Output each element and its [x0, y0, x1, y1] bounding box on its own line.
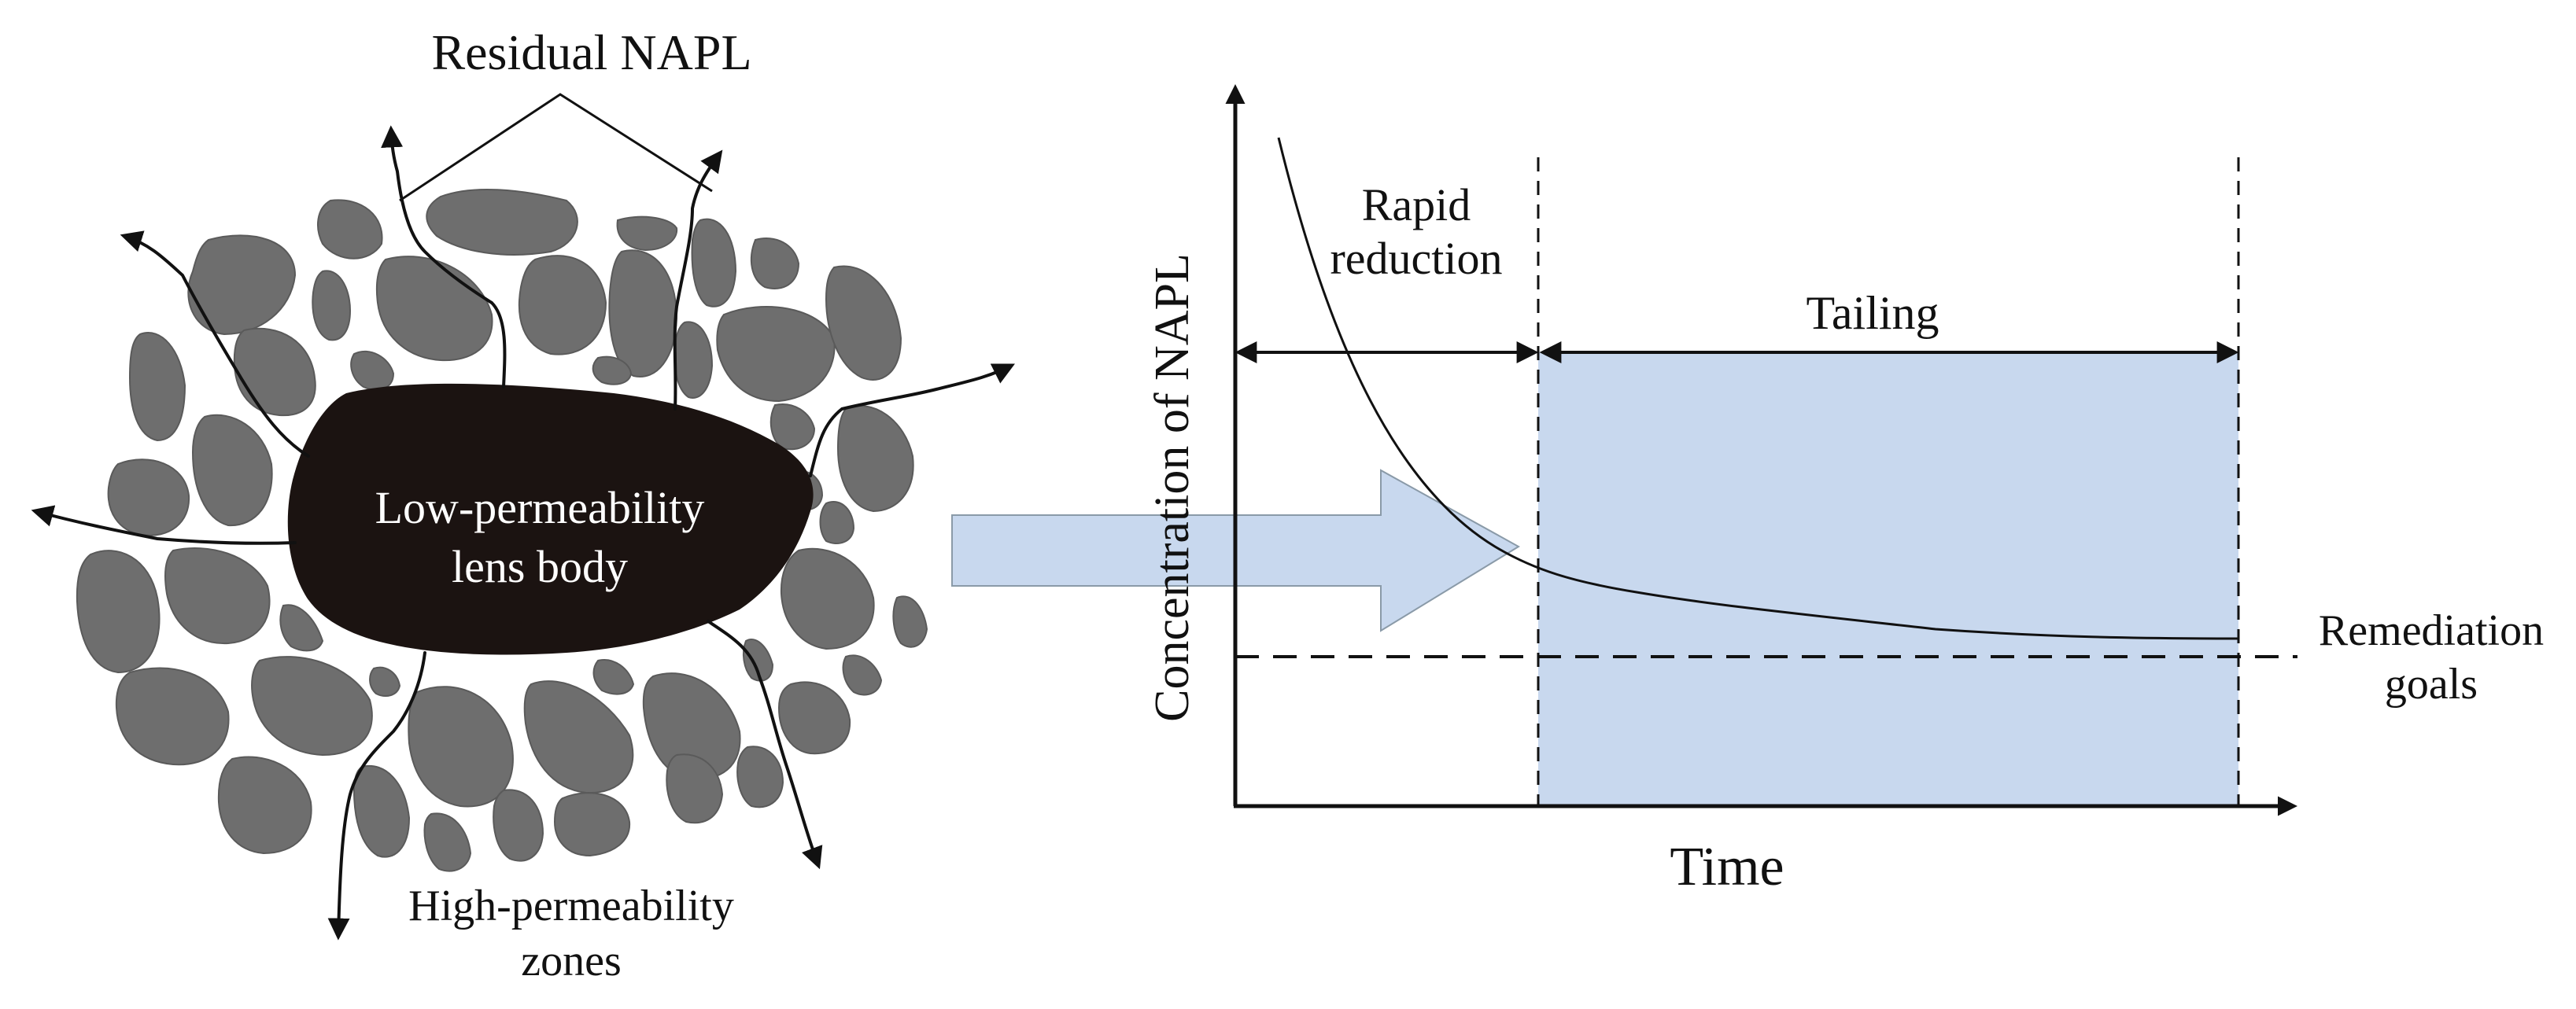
flow-path-arrow	[381, 125, 507, 389]
remediation-goal-label-line1: Remediation	[2319, 606, 2544, 655]
residual-napl-leader	[399, 93, 713, 202]
pebble	[691, 218, 737, 307]
pebble	[592, 355, 633, 385]
pebble	[187, 234, 297, 336]
rapid-reduction-label-line2: reduction	[1330, 233, 1502, 284]
pebble	[736, 746, 784, 808]
flow-path-arrow	[707, 620, 823, 870]
pebble	[217, 756, 312, 855]
pebble	[312, 270, 352, 341]
pebble	[608, 249, 678, 377]
pebble	[892, 595, 928, 648]
pebble	[716, 306, 836, 403]
pebble	[164, 547, 271, 645]
lens-label-line2: lens body	[452, 541, 628, 592]
flow-path-arrow	[120, 230, 310, 458]
residual-napl-label: Residual NAPL	[431, 24, 751, 80]
pebble	[592, 659, 635, 695]
lens-label-line1: Low-permeability	[375, 482, 705, 533]
pebble	[769, 403, 816, 451]
pebble	[674, 321, 714, 399]
high-perm-label-line1: High-permeability	[408, 882, 734, 930]
pebble	[233, 327, 316, 417]
pebble	[616, 215, 678, 252]
high-perm-label-line2: zones	[521, 937, 622, 985]
pebble	[369, 666, 401, 697]
pebble	[493, 789, 544, 862]
pebble	[107, 458, 190, 536]
pebble	[279, 604, 324, 652]
flow-path-arrow	[809, 363, 1016, 477]
pebble	[842, 654, 883, 696]
pebble	[518, 255, 607, 355]
pebble	[742, 639, 774, 682]
pebble	[825, 265, 902, 381]
pebble	[128, 332, 186, 442]
pebble	[666, 753, 724, 824]
pebble	[317, 199, 383, 260]
pebble	[191, 414, 273, 527]
pebble	[750, 238, 800, 289]
pebble	[352, 764, 411, 858]
concentration-chart	[1225, 84, 2297, 816]
pebble	[350, 350, 395, 391]
rapid-reduction-label-line1: Rapid	[1362, 179, 1471, 230]
flow-path-arrow	[31, 505, 297, 545]
remediation-goal-label-line2: goals	[2385, 660, 2478, 709]
x-axis-label: Time	[1670, 837, 1784, 897]
tailing-region	[1538, 352, 2238, 805]
pebble	[777, 681, 851, 755]
pebble	[553, 792, 631, 857]
pebble	[423, 812, 472, 872]
pebble	[819, 501, 855, 544]
y-axis-label: Concentration of NAPL	[1146, 253, 1199, 722]
tailing-label: Tailing	[1806, 287, 1939, 339]
pebble	[426, 188, 578, 256]
flow-path-arrow	[327, 651, 426, 941]
flow-paths	[31, 125, 1016, 941]
pebble	[408, 686, 514, 808]
pebble	[780, 547, 875, 650]
pebble	[375, 256, 493, 362]
pebble	[76, 550, 161, 674]
pebble	[836, 405, 914, 513]
porous-medium	[31, 93, 1016, 941]
flow-path-arrow	[673, 149, 723, 411]
pebble	[115, 667, 230, 766]
concentration-curve	[1277, 137, 2239, 640]
low-permeability-lens	[287, 383, 814, 655]
pebble	[251, 656, 373, 757]
pebble	[523, 680, 634, 794]
